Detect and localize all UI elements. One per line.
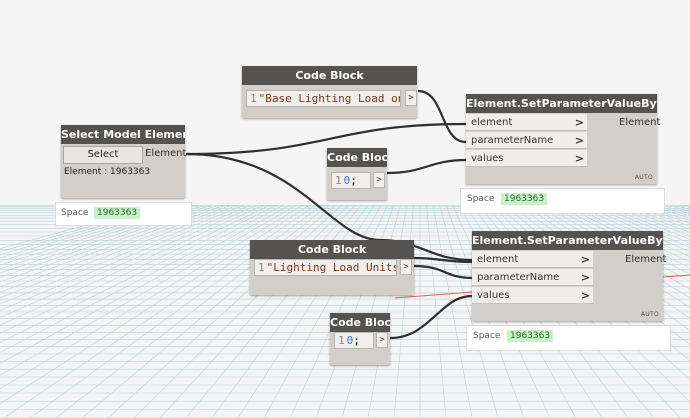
code-text: "Lighting Load Units" xyxy=(266,261,397,274)
input-label: parameterName xyxy=(471,135,554,146)
preview-key: Space xyxy=(473,331,501,341)
set-parameter-preview-1: Space 1963363 xyxy=(460,188,665,214)
chevron-right-icon: > xyxy=(574,134,584,147)
code-semicolon: ; xyxy=(350,174,357,187)
input-label: element xyxy=(471,117,513,128)
input-port-element[interactable]: element > xyxy=(466,114,587,131)
preview-value: 1963363 xyxy=(501,193,548,205)
output-port[interactable]: > xyxy=(376,332,388,348)
output-label-element[interactable]: Element xyxy=(145,148,187,159)
node-title[interactable]: Code Block xyxy=(327,148,387,167)
wire-select-to-setparam2-element xyxy=(185,152,473,262)
code-block-node-1[interactable]: Code Block 1"Base Lighting Load on"; > xyxy=(242,66,417,118)
wire-codeblock4-to-setparam2-values xyxy=(389,294,473,340)
output-port[interactable]: > xyxy=(400,259,412,275)
node-title[interactable]: Element.SetParameterValueByName xyxy=(466,94,657,113)
code-semicolon: ; xyxy=(353,334,360,347)
wire-codeblock2-to-setparam1-values xyxy=(386,158,467,175)
wires xyxy=(185,89,473,340)
lacing-indicator: AUTO xyxy=(634,174,653,181)
output-label-element[interactable]: Element xyxy=(625,254,667,265)
select-button[interactable]: Select xyxy=(63,146,143,164)
input-label: parameterName xyxy=(477,272,560,283)
chevron-right-icon: > xyxy=(580,289,590,302)
select-node-preview: Space 1963363 xyxy=(55,202,192,226)
output-label-element[interactable]: Element xyxy=(619,117,661,128)
set-parameter-node-1[interactable]: Element.SetParameterValueByName element >… xyxy=(466,94,661,184)
preview-key: Space xyxy=(467,194,495,204)
code-text: 0 xyxy=(343,174,351,187)
selected-element-info: Element : 1963363 xyxy=(64,167,151,177)
code-text: "Base Lighting Load on" xyxy=(258,92,401,105)
input-port-parametername[interactable]: parameterName > xyxy=(466,132,587,149)
set-parameter-node-2[interactable]: Element.SetParameterValueByName element >… xyxy=(472,231,667,321)
code-block-node-2[interactable]: Code Block 10; > xyxy=(327,148,387,200)
line-number: 1 xyxy=(338,334,345,347)
node-title[interactable]: Code Block xyxy=(250,240,414,259)
wire-codeblock3-to-setparam2-parametername xyxy=(413,264,473,280)
node-title[interactable]: Code Block xyxy=(330,313,390,332)
chevron-right-icon: > xyxy=(574,116,584,129)
code-text: 0 xyxy=(346,334,354,347)
code-editor[interactable]: 1"Lighting Load Units"; xyxy=(254,259,397,276)
code-editor[interactable]: 1"Base Lighting Load on"; xyxy=(246,90,401,107)
node-title[interactable]: Select Model Element xyxy=(61,125,185,144)
chevron-right-icon: > xyxy=(574,152,584,165)
input-port-element[interactable]: element > xyxy=(472,251,593,268)
input-label: element xyxy=(477,254,519,265)
input-port-values[interactable]: values > xyxy=(472,287,593,304)
chevron-right-icon: > xyxy=(580,271,590,284)
chevron-right-icon: > xyxy=(580,253,590,266)
input-port-values[interactable]: values > xyxy=(466,150,587,167)
input-label: values xyxy=(471,153,504,164)
line-number: 1 xyxy=(250,92,257,105)
code-block-node-4[interactable]: Code Block 10; > xyxy=(330,313,390,365)
wire-codeblock1-to-setparam1-parametername xyxy=(417,89,467,144)
preview-value: 1963363 xyxy=(94,207,141,219)
input-label: values xyxy=(477,290,510,301)
output-port[interactable]: > xyxy=(405,90,417,106)
node-title[interactable]: Element.SetParameterValueByName xyxy=(472,231,663,250)
lacing-indicator: AUTO xyxy=(640,311,659,318)
preview-key: Space xyxy=(61,208,89,218)
output-port[interactable]: > xyxy=(373,172,385,188)
code-block-node-3[interactable]: Code Block 1"Lighting Load Units"; > xyxy=(250,240,414,295)
node-title[interactable]: Code Block xyxy=(242,66,417,85)
set-parameter-preview-2: Space 1963363 xyxy=(466,325,671,351)
wire-codeblock3-to-setparam2-element-lower xyxy=(413,256,473,264)
line-number: 1 xyxy=(258,261,265,274)
wire-select-to-setparam1-element xyxy=(185,122,467,156)
line-number: 1 xyxy=(335,174,342,187)
select-model-element-node[interactable]: Select Model Element Select Element Elem… xyxy=(61,125,187,198)
input-port-parametername[interactable]: parameterName > xyxy=(472,269,593,286)
preview-value: 1963363 xyxy=(507,330,554,342)
